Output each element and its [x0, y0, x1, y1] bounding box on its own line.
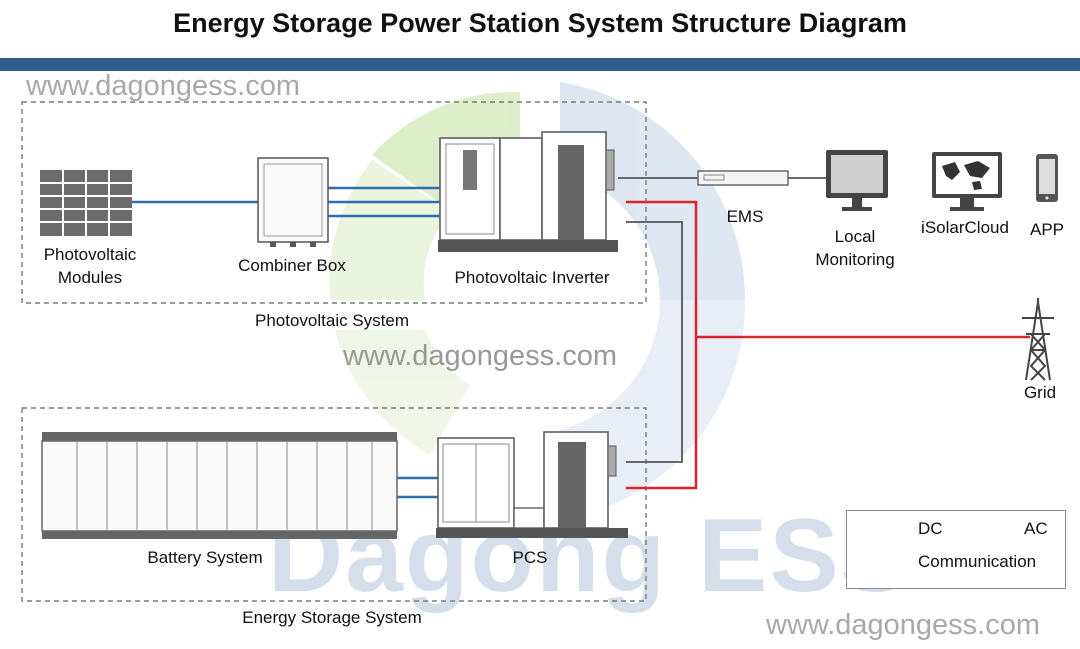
app-phone-icon: [1036, 154, 1058, 202]
battery-container-icon: [41, 432, 398, 539]
pcs-label: PCS: [512, 548, 548, 567]
monitor-icon: [826, 150, 888, 211]
legend-comm-label: Communication: [918, 552, 1037, 571]
pv-modules-icon: [40, 170, 132, 236]
ems-icon: [697, 170, 789, 186]
ess-system-label: Energy Storage System: [242, 608, 422, 627]
watermark-bottom: www.dagongess.com: [766, 609, 1041, 641]
combiner-box-icon: [257, 157, 329, 247]
legend: [846, 510, 1066, 589]
isolarcloud-icon: [932, 152, 1002, 211]
pcs-icon: [436, 431, 628, 538]
ess-system-group: [21, 407, 647, 602]
legend-dc-label: DC: [918, 519, 943, 538]
battery-system-label: Battery System: [147, 548, 263, 567]
pv-system-label: Photovoltaic System: [254, 311, 409, 330]
pv-inverter-label: Photovoltaic Inverter: [454, 268, 610, 287]
watermark-middle: www.dagongess.com: [343, 340, 618, 372]
page-title: Energy Storage Power Station System Stru…: [173, 8, 907, 38]
ac-line-inverter: [626, 200, 698, 490]
header-bar: [0, 58, 1080, 71]
pv-inverter-icon: [438, 131, 618, 252]
grid-tower-icon: [1022, 298, 1054, 381]
legend-ac-label: AC: [1024, 519, 1048, 538]
combiner-box-label: Combiner Box: [238, 256, 346, 275]
grid-label: Grid: [1023, 383, 1057, 402]
watermark-top: www.dagongess.com: [26, 70, 301, 102]
comm-line-pcs: [626, 221, 683, 463]
app-label: APP: [1029, 220, 1065, 239]
isolarcloud-label: iSolarCloud: [921, 218, 1009, 237]
ems-label: EMS: [726, 207, 764, 226]
